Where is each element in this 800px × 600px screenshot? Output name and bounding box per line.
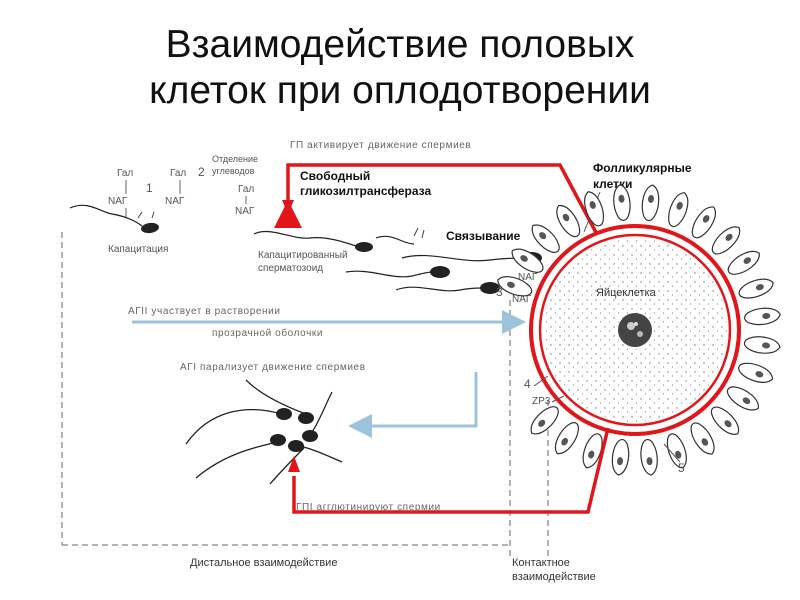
follicular-cell: [691, 206, 716, 239]
label-nag-bind-2: NАГ: [512, 294, 532, 305]
label-num-3: 3: [496, 285, 503, 299]
follicular-cell: [582, 433, 603, 469]
label-nag-2: NАГ: [165, 196, 185, 207]
red-loop-bottom: [292, 427, 610, 514]
follicular-cell: [556, 204, 581, 238]
title-line-2: клеток при оплодотворении: [149, 69, 651, 112]
label-gal-2: Гал: [170, 168, 186, 179]
follicular-cell: [738, 278, 774, 299]
label-egg: Яйцеклетка: [596, 287, 657, 299]
label-removal-2: углеводов: [212, 166, 255, 176]
label-gpi-agglutinate: ГПI агглютинируют спермии: [296, 502, 441, 513]
follicular-cell: [497, 276, 533, 297]
follicular-cell: [511, 248, 544, 273]
label-num-4: 4: [524, 377, 531, 391]
label-gal-3: Гал: [238, 184, 254, 195]
label-capacitated-2: сперматозоид: [258, 263, 323, 274]
follicular-cell: [744, 307, 781, 326]
label-removal-1: Отделение: [212, 154, 258, 164]
label-capacitated-1: Капацитированный: [258, 250, 348, 261]
sperm-free-hooks: [375, 227, 425, 245]
agglutinated-sperm: [185, 379, 343, 485]
follicular-cell: [710, 406, 740, 435]
label-free-2: гликозилтрансфераза: [300, 184, 431, 198]
follicular-cell: [727, 250, 760, 275]
arrow-agi: [348, 372, 478, 438]
red-loop-top: [274, 163, 602, 241]
label-num-2: 2: [198, 165, 205, 179]
label-binding: Связывание: [446, 229, 521, 243]
follicular-cell: [726, 386, 759, 411]
follicular-cells: [497, 184, 781, 476]
follicular-cell: [640, 438, 658, 476]
egg-cell: [529, 224, 741, 436]
follicular-cell: [530, 406, 559, 435]
title-line-1: Взаимодействие половых: [165, 23, 635, 66]
label-agii-2: прозрачной оболочки: [212, 327, 323, 339]
label-agii-1: АГII участвует в растворении: [128, 306, 281, 317]
label-follicular-2: клетки: [593, 177, 632, 191]
follicular-cell: [666, 433, 687, 469]
follicular-cell: [711, 226, 741, 255]
follicular-cell: [613, 184, 631, 221]
label-follicular-1: Фолликулярные: [593, 161, 692, 175]
follicular-cell: [668, 192, 689, 228]
slide-title: Взаимодействие половых клеток при оплодо…: [0, 22, 800, 114]
label-contact-2: взаимодействие: [512, 571, 596, 583]
follicular-cell: [584, 191, 605, 227]
follicular-cell: [641, 184, 660, 222]
label-num-5: 5: [678, 461, 685, 475]
follicular-cell: [743, 336, 781, 354]
label-zp3: ZP3: [532, 396, 551, 407]
label-capacitation: Капацитация: [108, 244, 168, 255]
sperm-binding-3: [395, 282, 500, 294]
sperm-capacitation: [69, 204, 159, 234]
label-nag-bind-1: NАГ: [518, 272, 538, 283]
follicular-cell: [531, 224, 560, 253]
dashed-brackets: [61, 232, 549, 560]
label-gal-1: Гал: [117, 168, 133, 179]
follicular-cell: [554, 422, 580, 455]
follicular-cell: [611, 438, 630, 476]
label-num-1: 1: [146, 181, 153, 195]
label-distal: Дистальное взаимодействие: [190, 557, 337, 569]
label-top-text: ГП активирует движение спермиев: [290, 140, 471, 151]
sperm-binding-2: [345, 266, 450, 278]
label-free-1: Свободный: [300, 169, 370, 183]
label-nag-3: NАГ: [235, 206, 255, 217]
follicular-cell: [690, 422, 715, 455]
follicular-cell: [738, 362, 774, 383]
label-nag-1: NАГ: [108, 196, 128, 207]
sperm-capacitated: [253, 230, 373, 252]
label-agi: АГI парализует движение спермиев: [180, 362, 366, 373]
label-contact-1: Контактное: [512, 557, 570, 569]
